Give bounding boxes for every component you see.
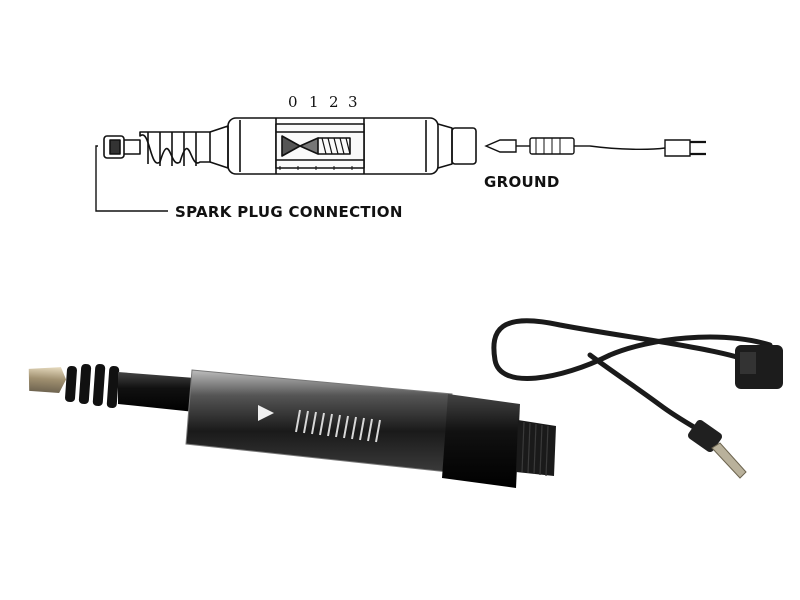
tester-body-drawing [103, 117, 477, 175]
tester-body-photo [28, 363, 556, 488]
scale-digit: 1 [309, 93, 319, 111]
scale-digit: 2 [329, 93, 339, 111]
scale-digit: 0 [288, 93, 298, 111]
ground-clip-photo [687, 419, 747, 479]
scale-digit: 3 [348, 93, 358, 111]
ground-label: GROUND [484, 173, 560, 191]
ground-lead-drawing [484, 137, 706, 157]
ground-cable-photo [491, 318, 773, 441]
ground-plug-photo [735, 345, 783, 389]
tester-product-photo [28, 318, 783, 488]
tester-line-diagram: 0 1 2 3 GROUND SPARK PLUG CONNECTION [95, 93, 706, 221]
spark-plug-connection-label: SPARK PLUG CONNECTION [175, 203, 403, 221]
spark-plug-callout-line [95, 145, 168, 212]
